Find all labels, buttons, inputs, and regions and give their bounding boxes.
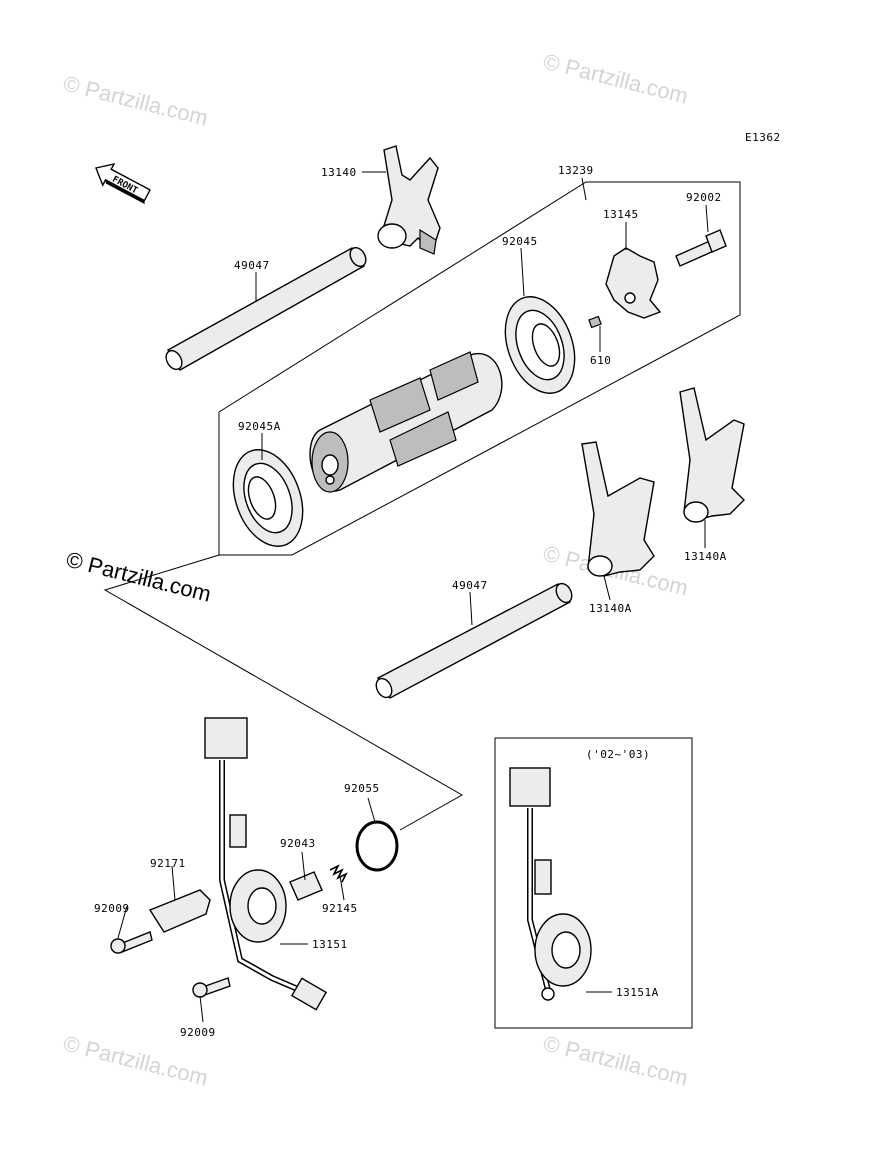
- label-92043: 92043: [280, 837, 316, 850]
- leader-lines: [117, 171, 709, 1023]
- watermark-top-left: © Partzilla.com: [61, 71, 211, 131]
- label-610: 610: [590, 354, 611, 367]
- watermark-top-right: © Partzilla.com: [541, 49, 691, 109]
- label-49047-bottom: 49047: [452, 579, 488, 592]
- label-92045a: 92045A: [238, 420, 281, 433]
- switch-group-frame: [103, 554, 464, 831]
- clamp: [148, 889, 211, 933]
- shift-drum: [309, 351, 503, 493]
- inset-label: ('02~'03): [586, 748, 650, 761]
- label-13140a-middle: 13140A: [589, 602, 632, 615]
- label-92145: 92145: [322, 902, 358, 915]
- label-13151a: 13151A: [616, 986, 659, 999]
- shift-fork-top: [377, 145, 441, 255]
- label-92009-upper: 92009: [94, 902, 130, 915]
- label-92009-lower: 92009: [180, 1026, 216, 1039]
- neutral-switch: [204, 717, 328, 1011]
- watermark-bottom-left: © Partzilla.com: [61, 1031, 211, 1091]
- label-13140-top: 13140: [321, 166, 357, 179]
- bearing-right: [504, 296, 576, 394]
- watermark-main: © Partzilla.com: [64, 547, 214, 607]
- plunger: [289, 871, 323, 901]
- label-92002: 92002: [686, 191, 722, 204]
- shift-fork-right: [679, 387, 745, 523]
- bolt: [675, 229, 727, 267]
- switch-connector-icon: [204, 717, 248, 759]
- diagram-ref-code: E1362: [745, 131, 781, 144]
- bearing-left: [232, 449, 304, 547]
- pin: [588, 315, 602, 329]
- shift-rod-bottom: [375, 582, 573, 699]
- o-ring: [355, 820, 399, 872]
- watermark-bottom-right: © Partzilla.com: [541, 1031, 691, 1091]
- spring: [329, 864, 348, 883]
- neutral-switch-alt: [509, 767, 592, 1001]
- screw-upper: [110, 931, 153, 954]
- inset-box: [494, 737, 693, 1029]
- front-arrow-icon: FRONT: [95, 162, 151, 205]
- label-49047-top: 49047: [234, 259, 270, 272]
- shift-fork-middle: [581, 441, 655, 577]
- shift-rod-top: [165, 246, 367, 371]
- label-13151: 13151: [312, 938, 348, 951]
- label-13145: 13145: [603, 208, 639, 221]
- label-13239: 13239: [558, 164, 594, 177]
- drum-cam: [605, 247, 662, 319]
- label-92045: 92045: [502, 235, 538, 248]
- label-92055: 92055: [344, 782, 380, 795]
- screw-lower: [192, 977, 231, 998]
- label-13140a-right: 13140A: [684, 550, 727, 563]
- label-92171: 92171: [150, 857, 186, 870]
